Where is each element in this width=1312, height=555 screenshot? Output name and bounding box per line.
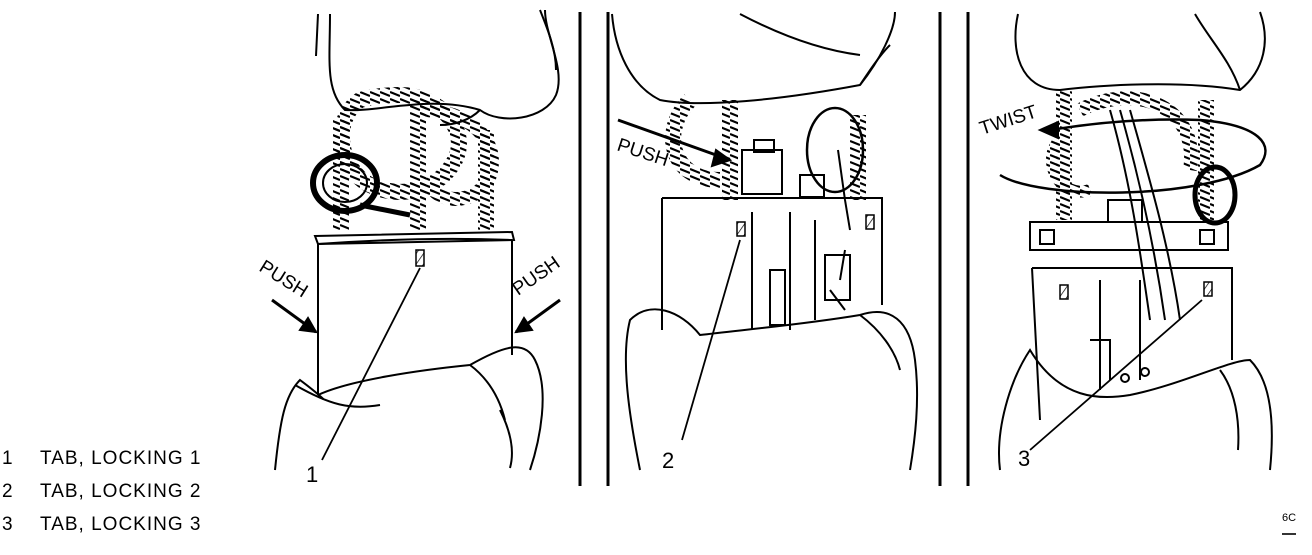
legend-number: 3 [2,514,14,535]
panel-1-push-right-label: PUSH [509,253,564,300]
legend-item: 2 TAB, LOCKING 2 [0,481,240,505]
legend-label: TAB, LOCKING 1 [40,448,202,469]
legend-number: 2 [2,481,14,502]
panel-2-push-label: PUSH [614,135,671,171]
legend-label: TAB, LOCKING 2 [40,481,202,502]
legend-item: 3 TAB, LOCKING 3 [0,514,240,538]
figure-code: 6C [1282,512,1296,524]
legend-number: 1 [2,448,14,469]
panel-3-callout: 3 [1018,446,1030,471]
panel-2-callout: 2 [662,448,674,473]
legend-item: 1 TAB, LOCKING 1 [0,448,240,472]
panel-2-illustration [611,11,919,471]
panel-1-push-left-label: PUSH [255,256,311,302]
panel-1-callout: 1 [306,462,318,487]
legend-label: TAB, LOCKING 3 [40,514,202,535]
panel-3-twist-label: TWIST [977,101,1040,139]
panel-1-illustration [271,9,561,471]
panel-3-illustration [998,11,1273,471]
